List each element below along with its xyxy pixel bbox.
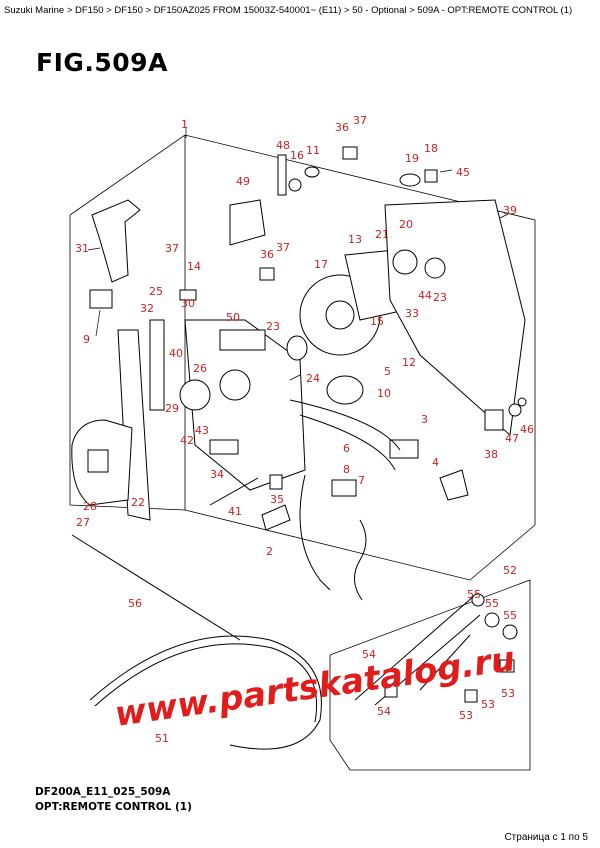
callout-31: 31 [75,242,89,255]
callout-9: 9 [83,333,90,346]
callout-43: 43 [195,424,209,437]
callout-15: 15 [370,315,384,328]
callout-37: 37 [353,114,367,127]
callout-2: 2 [266,545,273,558]
callout-20: 20 [399,218,413,231]
callout-27: 27 [76,516,90,529]
callout-38: 38 [484,448,498,461]
callout-21: 21 [375,228,389,241]
callout-41: 41 [228,505,242,518]
callout-11: 11 [306,144,320,157]
leader-lines [87,128,509,381]
callout-56: 56 [128,597,142,610]
callout-53c: 53 [459,709,473,722]
callout-45: 45 [456,166,470,179]
callout-4: 4 [432,456,439,469]
callout-22: 22 [131,496,145,509]
callout-39: 39 [503,204,517,217]
callout-51: 51 [155,732,169,745]
callout-36b: 36 [260,248,274,261]
callout-49: 49 [236,175,250,188]
callout-14: 14 [187,260,201,273]
callout-5: 5 [384,365,391,378]
callout-24: 24 [306,372,320,385]
callout-numbers: 1 36 37 48 16 11 18 19 45 49 31 39 20 21… [75,114,534,745]
callout-12: 12 [402,356,416,369]
callout-55c: 55 [503,609,517,622]
callout-44: 44 [418,289,432,302]
figure-title: FIG.509A [36,48,168,77]
callout-52: 52 [503,564,517,577]
callout-17: 17 [314,258,328,271]
parts-group [71,146,527,706]
page-indicator: Страница с 1 по 5 [504,832,588,843]
callout-32: 32 [140,302,154,315]
callout-55a: 55 [467,588,481,601]
callout-33: 33 [405,307,419,320]
callout-19: 19 [405,152,419,165]
callout-25: 25 [149,285,163,298]
callout-10: 10 [377,387,391,400]
callout-28: 28 [83,500,97,513]
callout-55b: 55 [485,597,499,610]
callout-34: 34 [210,468,224,481]
diagram-caption: OPT:REMOTE CONTROL (1) [35,801,192,813]
diagram-code: DF200A_E11_025_509A [35,786,171,798]
cables-group [71,399,401,750]
callout-8: 8 [343,463,350,476]
callout-37b: 37 [165,242,179,255]
callout-16: 16 [290,149,304,162]
breadcrumb[interactable]: Suzuki Marine > DF150 > DF150 > DF150AZ0… [4,5,573,16]
callout-42: 42 [180,434,194,447]
sub-kit-outline [329,579,531,771]
callout-13: 13 [348,233,362,246]
callout-7: 7 [358,474,365,487]
callout-37c: 37 [276,241,290,254]
callout-35: 35 [270,493,284,506]
callout-54b: 54 [377,705,391,718]
callout-46: 46 [520,423,534,436]
callout-26: 26 [193,362,207,375]
callout-1: 1 [181,118,188,131]
callout-3: 3 [421,413,428,426]
callout-23b: 23 [266,320,280,333]
callout-47: 47 [505,432,519,445]
callout-30: 30 [181,297,195,310]
callout-18: 18 [424,142,438,155]
callout-48: 48 [276,139,290,152]
callout-36: 36 [335,121,349,134]
callout-53a: 53 [501,687,515,700]
callout-23: 23 [433,291,447,304]
callout-54a: 54 [362,648,376,661]
callout-6: 6 [343,442,350,455]
callout-40: 40 [169,347,183,360]
callout-50: 50 [226,311,240,324]
callout-53b: 53 [481,698,495,711]
callout-29: 29 [165,402,179,415]
